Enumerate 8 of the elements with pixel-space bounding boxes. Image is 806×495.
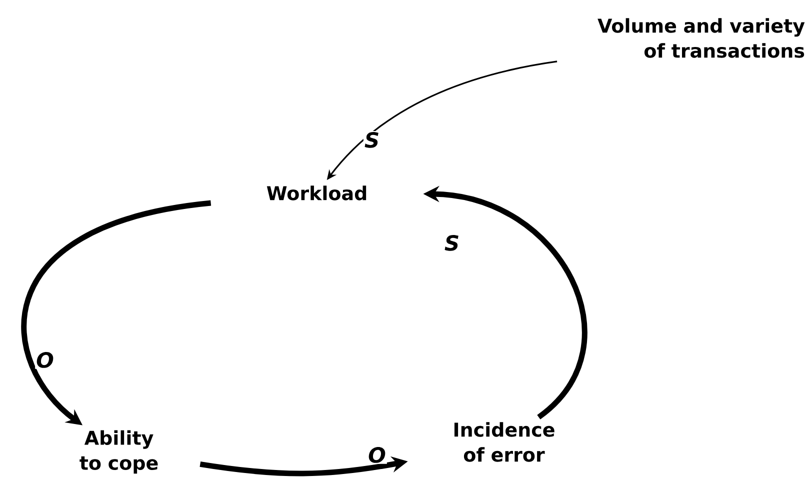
edge-label: S [363,131,381,149]
node-label: Ability to cope [80,430,158,474]
edge-label: O [35,351,55,369]
node-label: Incidence of error [454,422,554,462]
node-label: Workload [266,186,366,200]
edge-label: S [443,234,461,252]
edge-label: O [367,446,387,464]
node-label: Volume and variety of transactions [598,18,805,58]
